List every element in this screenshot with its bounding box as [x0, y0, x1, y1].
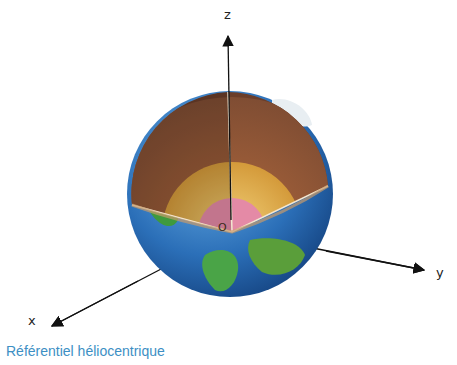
continent	[248, 238, 305, 275]
z-axis	[228, 36, 231, 220]
axis-label: z	[224, 8, 231, 21]
axis-label: y	[436, 266, 444, 279]
origin-label: O	[218, 222, 227, 233]
axis-label: x	[28, 314, 36, 327]
cutaway-layers	[97, 80, 367, 365]
continent	[202, 250, 238, 291]
caption: Référentiel héliocentrique	[6, 344, 165, 358]
